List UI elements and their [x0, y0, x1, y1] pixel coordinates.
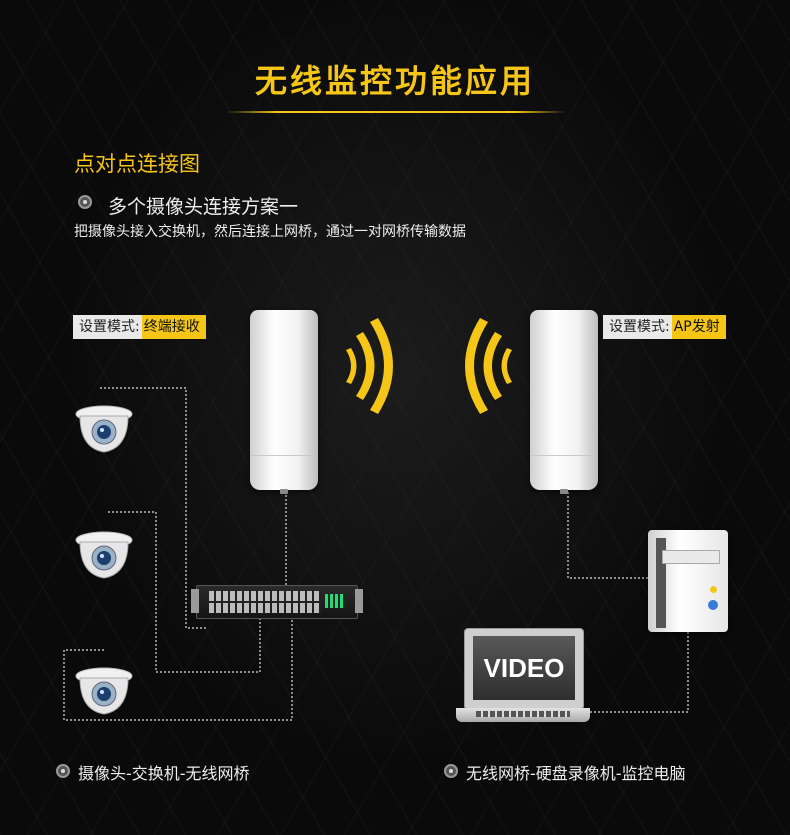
- bridge-seam: [250, 455, 318, 456]
- laptop-keyboard: [456, 708, 590, 722]
- bridge-port: [560, 489, 568, 494]
- switch-leds: [325, 594, 345, 608]
- scheme-description: 把摄像头接入交换机，然后连接上网桥，通过一对网桥传输数据: [74, 224, 466, 240]
- mode-value: AP发射: [671, 315, 726, 339]
- recorder-power-button: [708, 600, 718, 610]
- right-bridge-mode-label: 设置模式: AP发射: [603, 315, 726, 339]
- mode-key: 设置模式:: [603, 315, 672, 339]
- recorder-led: [710, 586, 717, 593]
- left-bridge-mode-label: 设置模式: 终端接收: [73, 315, 206, 339]
- switch-ear: [355, 589, 363, 613]
- title-underline: [226, 111, 566, 113]
- camera-icon: [75, 667, 133, 715]
- caption-left: 摄像头-交换机-无线网桥: [78, 764, 250, 783]
- network-switch: [191, 585, 363, 619]
- laptop-screen-text: VIDEO: [483, 652, 565, 683]
- bridge-port: [280, 489, 288, 494]
- bullet-icon: [444, 764, 458, 778]
- switch-ear: [191, 589, 199, 613]
- mode-value: 终端接收: [141, 315, 206, 339]
- diagram-subtitle: 点对点连接图: [74, 152, 200, 176]
- nvr-recorder: [648, 530, 728, 632]
- monitoring-laptop: VIDEO: [464, 628, 584, 710]
- mode-key: 设置模式:: [73, 315, 142, 339]
- laptop-screen: VIDEO: [473, 636, 575, 700]
- switch-ports: [209, 591, 321, 613]
- right-wireless-bridge: [530, 310, 598, 494]
- bullet-icon: [78, 195, 92, 209]
- page-title: 无线监控功能应用: [254, 62, 535, 100]
- caption-right: 无线网桥-硬盘录像机-监控电脑: [466, 764, 686, 783]
- camera-icon: [75, 531, 133, 579]
- bullet-icon: [56, 764, 70, 778]
- camera-icon: [75, 405, 133, 453]
- bridge-seam: [530, 455, 598, 456]
- recorder-slot: [656, 538, 666, 628]
- scheme-title: 多个摄像头连接方案一: [108, 196, 299, 218]
- left-wireless-bridge: [250, 310, 318, 494]
- recorder-drive: [662, 550, 720, 564]
